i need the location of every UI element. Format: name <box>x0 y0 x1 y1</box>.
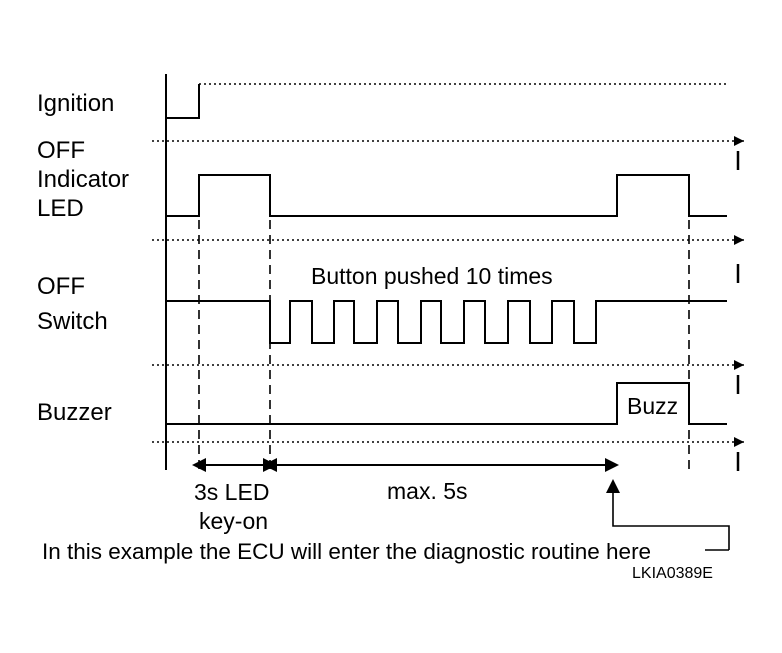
buzz-label: Buzz <box>627 393 678 419</box>
switch-waveform <box>166 300 727 344</box>
button-pushed-label: Button pushed 10 times <box>311 263 553 289</box>
diagnostic-leader-line <box>606 479 730 550</box>
label-switch-line2: Switch <box>37 308 108 335</box>
ignition-waveform <box>166 84 200 119</box>
figure-code: LKIA0389E <box>632 565 713 582</box>
label-led-line3: LED <box>37 195 84 222</box>
label-led-line2: Indicator <box>37 166 129 193</box>
led-duration-label-line2: key-on <box>199 508 268 534</box>
led-waveform <box>166 174 727 217</box>
label-buzzer: Buzzer <box>37 399 112 426</box>
led-duration-label-line1: 3s LED <box>194 479 269 505</box>
label-switch-line1: OFF <box>37 273 85 300</box>
max-time-label: max. 5s <box>387 478 468 504</box>
diagnostic-note: In this example the ECU will enter the d… <box>42 539 651 564</box>
label-led-line1: OFF <box>37 137 85 164</box>
label-ignition: Ignition <box>37 90 114 117</box>
buzzer-waveform <box>166 382 727 425</box>
